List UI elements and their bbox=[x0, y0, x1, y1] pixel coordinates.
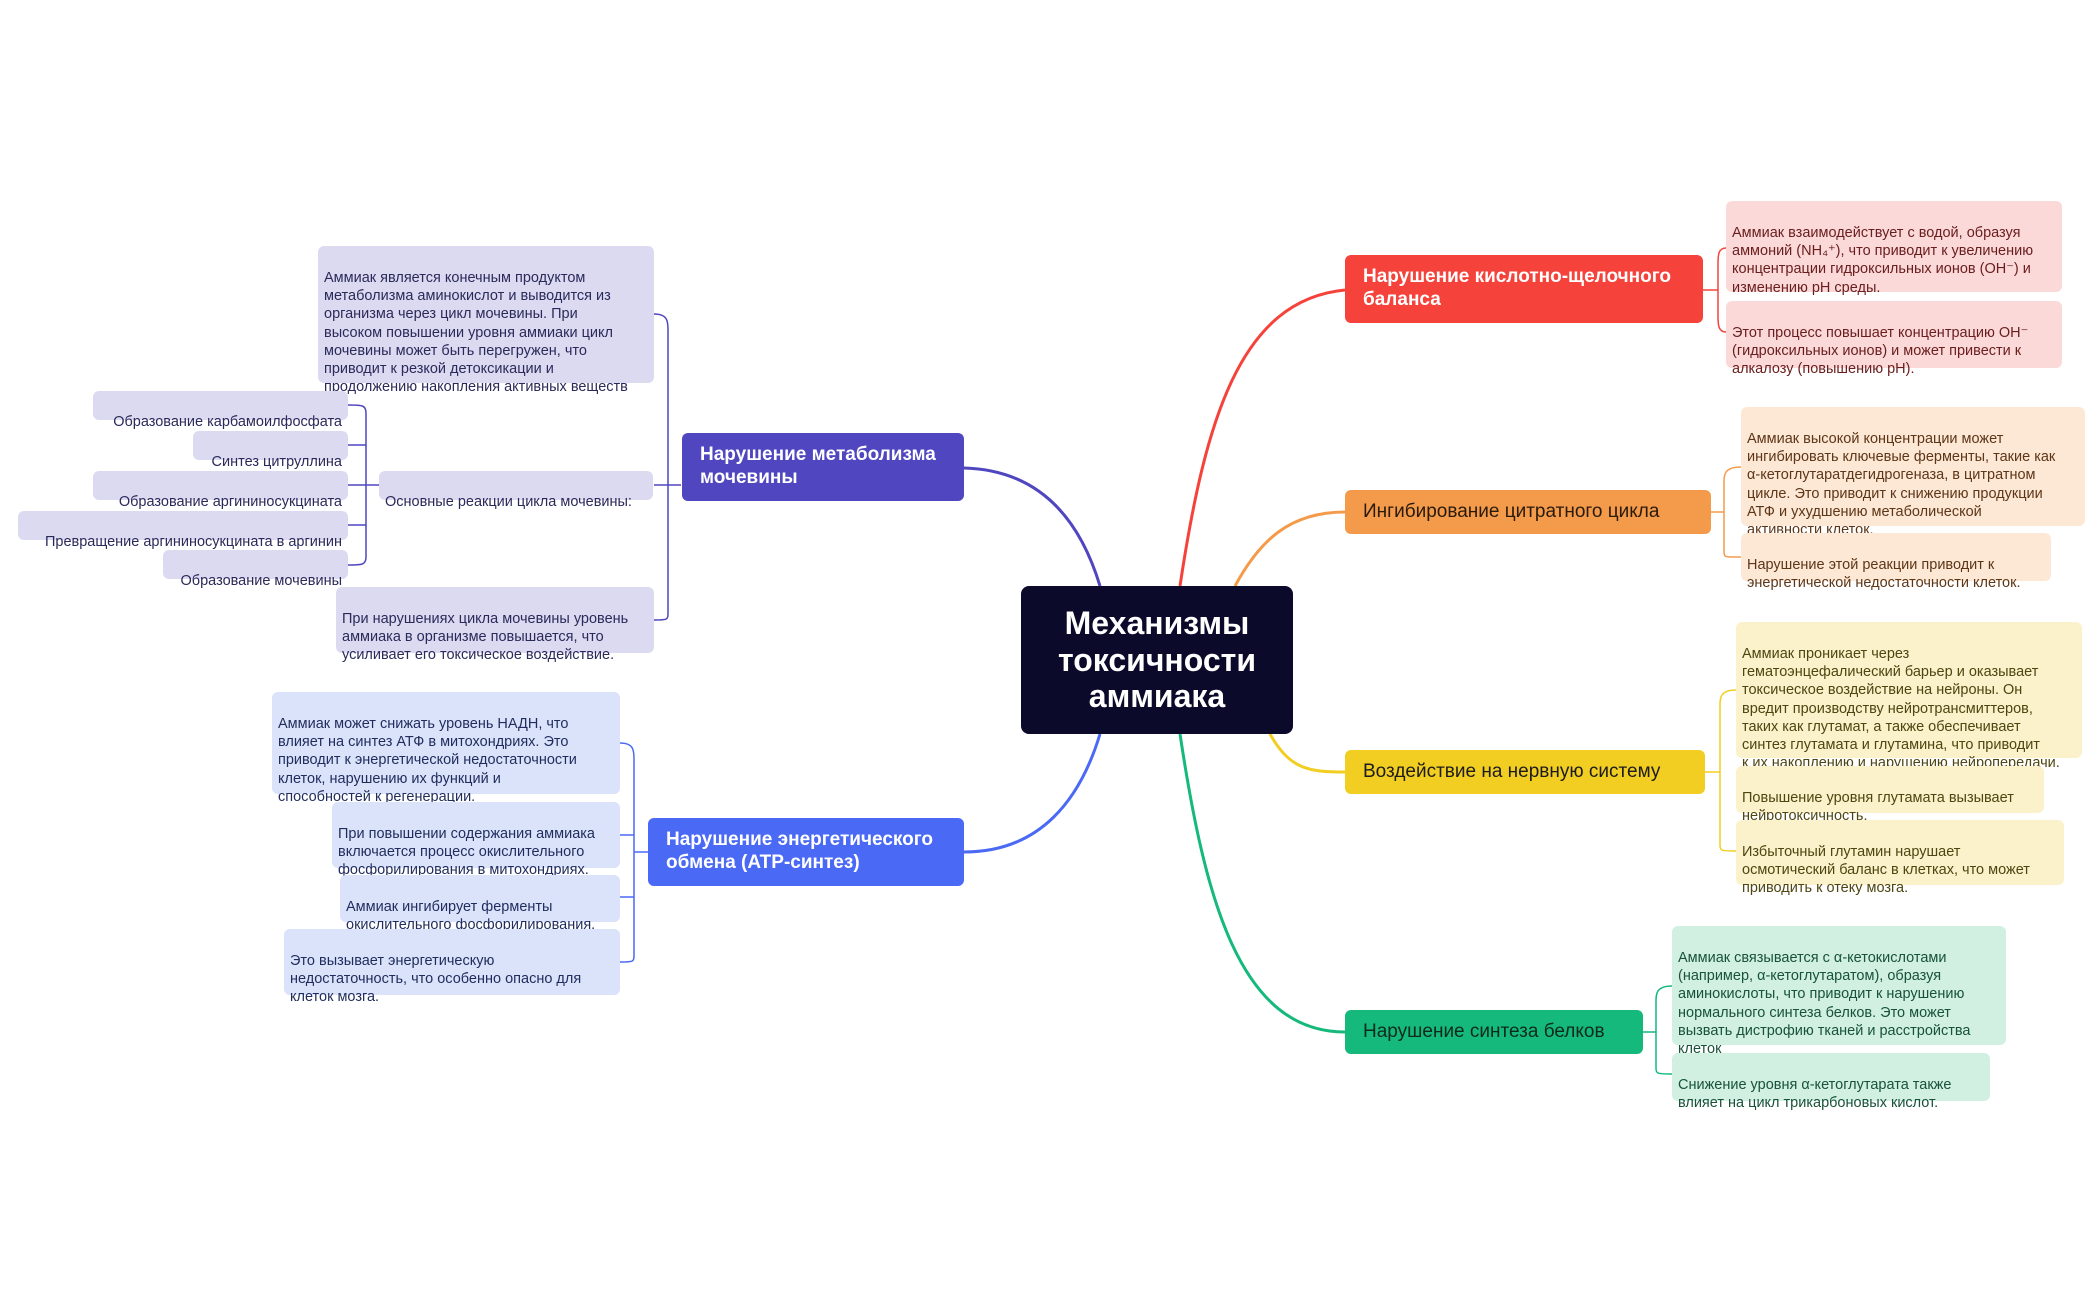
branch-nervous-system-label: Воздействие на нервную систему bbox=[1363, 760, 1661, 782]
bracket-citrate bbox=[1711, 466, 1742, 558]
leaf-protein-1[interactable]: Аммиак связывается с α-кетокислотами (на… bbox=[1672, 926, 2006, 1057]
reaction-arginine[interactable]: Превращение аргининосукцината в аргинин bbox=[18, 511, 348, 550]
reaction-citrulline[interactable]: Синтез цитруллина bbox=[193, 431, 348, 470]
branch-energy-metabolism[interactable]: Нарушение энергетического обмена (ATP-си… bbox=[648, 818, 964, 886]
branch-protein-synthesis[interactable]: Нарушение синтеза белков bbox=[1345, 1010, 1643, 1054]
leaf-nervous-1[interactable]: Аммиак проникает через гематоэнцефаличес… bbox=[1736, 622, 2082, 771]
branch-nervous-system[interactable]: Воздействие на нервную систему bbox=[1345, 750, 1705, 794]
reaction-carbamoyl-phosphate[interactable]: Образование карбамоилфосфата bbox=[93, 391, 348, 430]
connector-citrate bbox=[1233, 510, 1346, 587]
bracket-energy bbox=[619, 742, 648, 963]
central-topic-title: Механизмы токсичности аммиака bbox=[1057, 604, 1257, 715]
branch-energy-metabolism-label: Нарушение энергетического обмена (ATP-си… bbox=[666, 829, 934, 873]
leaf-citrate-2[interactable]: Нарушение этой реакции приводит к энерге… bbox=[1741, 533, 2051, 591]
branch-urea-metabolism[interactable]: Нарушение метаболизма мочевины bbox=[682, 433, 964, 501]
leaf-acid-1[interactable]: Аммиак взаимодействует с водой, образуя … bbox=[1726, 201, 2062, 296]
bracket-urea-reactions bbox=[347, 404, 379, 566]
leaf-nervous-3[interactable]: Избыточный глутамин нарушает осмотически… bbox=[1736, 820, 2064, 896]
central-topic[interactable]: Механизмы токсичности аммиака bbox=[1021, 586, 1293, 734]
reaction-argininosuccinate[interactable]: Образование аргининосукцината bbox=[93, 471, 348, 510]
leaf-citrate-1[interactable]: Аммиак высокой концентрации может ингиби… bbox=[1741, 407, 2085, 538]
branch-citrate-cycle[interactable]: Ингибирование цитратного цикла bbox=[1345, 490, 1711, 534]
connector-nervous bbox=[1268, 733, 1346, 774]
leaf-urea-reactions-header[interactable]: Основные реакции цикла мочевины: bbox=[379, 471, 653, 510]
branch-protein-synthesis-label: Нарушение синтеза белков bbox=[1363, 1020, 1605, 1042]
leaf-urea-1[interactable]: Аммиак является конечным продуктом метаб… bbox=[318, 246, 654, 395]
connector-protein bbox=[1178, 733, 1346, 1034]
leaf-energy-2[interactable]: При повышении содержания аммиака включае… bbox=[332, 802, 620, 878]
bracket-acid bbox=[1703, 247, 1727, 333]
branch-acid-base-label: Нарушение кислотно-щелочного баланса bbox=[1363, 266, 1671, 310]
bracket-protein bbox=[1643, 985, 1673, 1075]
leaf-protein-2[interactable]: Снижение уровня α-кетоглутарата также вл… bbox=[1672, 1053, 1990, 1111]
leaf-urea-2[interactable]: При нарушениях цикла мочевины уровень ам… bbox=[336, 587, 654, 663]
connector-acid bbox=[1178, 288, 1346, 587]
leaf-energy-3[interactable]: Аммиак ингибирует ферменты окислительног… bbox=[340, 875, 620, 933]
connector-energy bbox=[963, 733, 1102, 854]
leaf-acid-2[interactable]: Этот процесс повышает концентрацию OH⁻ (… bbox=[1726, 301, 2062, 377]
reaction-urea[interactable]: Образование мочевины bbox=[163, 550, 348, 589]
branch-acid-base[interactable]: Нарушение кислотно-щелочного баланса bbox=[1345, 255, 1703, 323]
branch-urea-metabolism-label: Нарушение метаболизма мочевины bbox=[700, 444, 936, 488]
leaf-energy-1[interactable]: Аммиак может снижать уровень НАДН, что в… bbox=[272, 692, 620, 805]
bracket-nervous bbox=[1705, 689, 1737, 852]
connector-urea bbox=[963, 466, 1102, 587]
leaf-energy-4[interactable]: Это вызывает энергетическую недостаточно… bbox=[284, 929, 620, 1005]
bracket-urea bbox=[653, 313, 681, 621]
branch-citrate-cycle-label: Ингибирование цитратного цикла bbox=[1363, 500, 1660, 522]
leaf-nervous-2[interactable]: Повышение уровня глутамата вызывает нейр… bbox=[1736, 766, 2044, 824]
